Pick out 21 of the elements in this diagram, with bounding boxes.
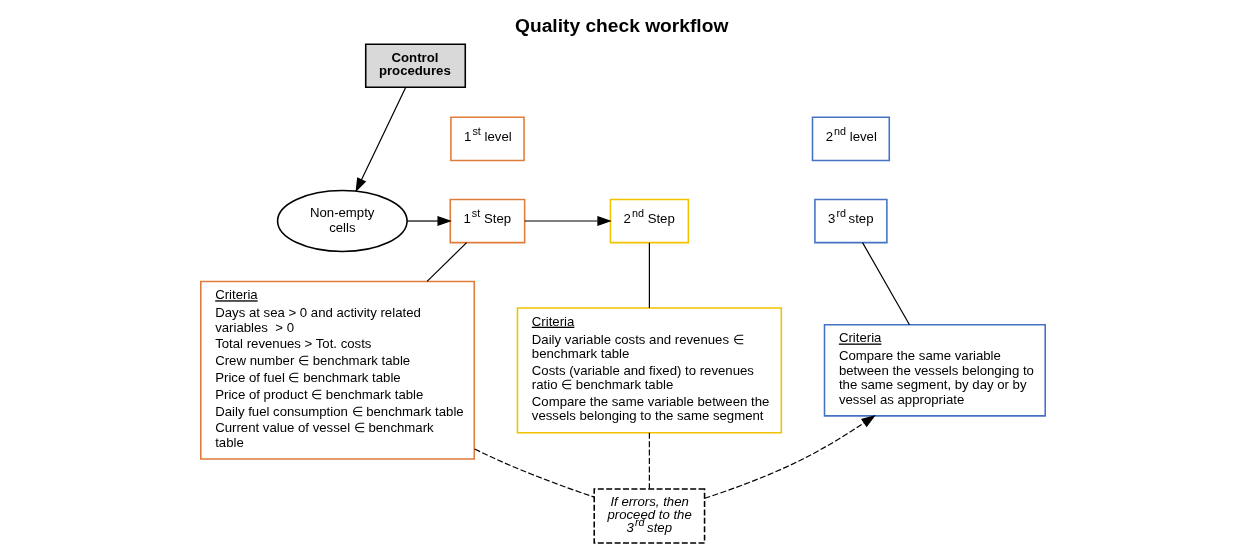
node-box: Control procedures	[364, 43, 466, 89]
node-box: 1$^{st}$ Step	[449, 198, 525, 244]
connector	[473, 448, 595, 498]
node-box: 2$^{nd}$ Step	[609, 198, 689, 244]
node-box: 3$^{rd}$ step	[813, 198, 888, 244]
node-box: If errors, then proceed to the 3$^{rd}$ step	[592, 488, 705, 544]
node-box: Criteria Compare the same variable between the vessels belonging to the same segment, by day or by vessel as appropriate	[823, 323, 1046, 417]
connector	[425, 242, 467, 282]
node-box: 1$^{st}$ level	[449, 116, 525, 162]
arrow	[523, 215, 612, 227]
node-ellipse: Non-empty cells	[276, 189, 408, 253]
node-box: Criteria Days at sea > 0 and activity related variables > 0 Total revenues > Tot. costs Crew number ∈ benchmark table Price of fuel ∈ benchmark table Price of product ∈ benchmark table Daily fuel consumption ∈ benchmark table Current value of vessel ∈ benchmark table	[199, 280, 475, 460]
arrow	[355, 86, 406, 193]
connector	[648, 432, 650, 490]
connector	[861, 242, 910, 326]
connector	[648, 242, 650, 309]
node-box: 2$^{nd}$ level	[811, 116, 890, 162]
arrow	[703, 415, 876, 499]
arrow	[405, 215, 452, 227]
diagram-title: Quality check workflow	[514, 14, 728, 36]
node-box: Criteria Daily variable costs and revenues ∈ benchmark table Costs (variable and fixed) to revenues ratio ∈ benchmark table Compare the same variable between the vessels belonging to the same segment	[516, 307, 782, 434]
